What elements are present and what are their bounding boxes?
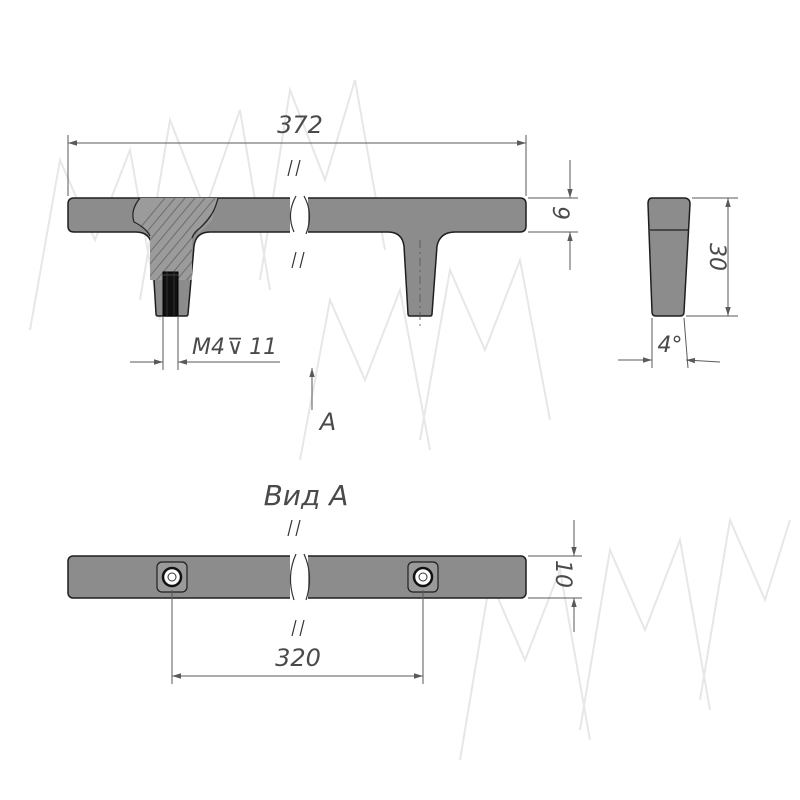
side-view: 30 4°: [618, 197, 738, 369]
thread-label: M4: [192, 335, 225, 360]
thread-hole: [162, 271, 179, 317]
handle-side-profile: [647, 197, 691, 317]
bottom-view: Вид А 10 320: [67, 479, 582, 684]
angle-label: 4°: [658, 333, 683, 358]
view-arrow-a: A: [309, 368, 336, 436]
width-label: 10: [550, 560, 575, 588]
height-label: 30: [704, 243, 729, 271]
mount-hole-left: [156, 561, 188, 593]
svg-text:M4⊽11: M4⊽11: [192, 335, 277, 360]
view-title: Вид А: [264, 479, 349, 512]
front-view: 372: [67, 111, 578, 370]
mount-hole-right: [407, 561, 439, 593]
thickness-label: 9: [547, 206, 572, 220]
overall-length-label: 372: [277, 111, 323, 139]
thread-depth-label: 11: [249, 335, 277, 360]
watermark: [29, 79, 791, 761]
hole-spacing-label: 320: [275, 644, 321, 672]
view-arrow-label: A: [318, 408, 336, 436]
